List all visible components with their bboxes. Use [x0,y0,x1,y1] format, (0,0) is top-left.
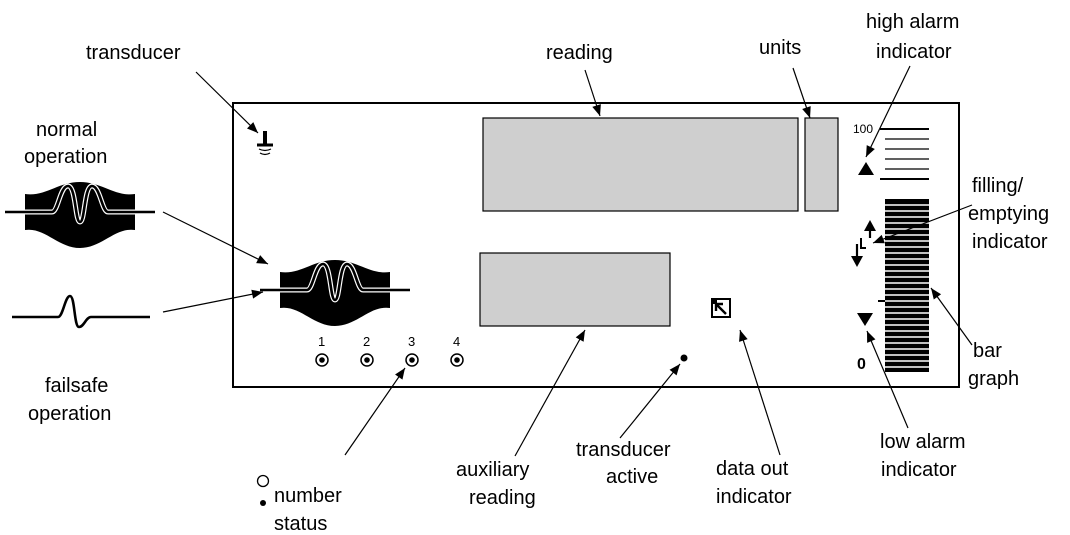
leader-high-alarm-arrowhead [866,145,875,157]
label-high-alarm-1: high alarm [866,11,959,33]
leader-aux [514,329,586,457]
label-normal-2: operation [24,146,107,168]
label-normal-1: normal [36,119,97,141]
point-indicators: 1 2 3 4 [315,334,464,367]
label-transducer-active-1: transducer [576,439,671,461]
label-units: units [759,37,801,59]
leader-transducer-active-arrowhead [669,364,680,376]
reading-panel [482,117,799,212]
leader-bar [930,287,973,346]
label-aux-2: reading [469,487,536,509]
label-filling-3: indicator [972,231,1048,253]
label-legend-status: status [274,513,327,535]
units-panel [804,117,839,212]
leader-transducer [195,71,259,134]
label-bar-2: graph [968,368,1019,390]
leader-low-alarm [866,330,909,429]
label-reading: reading [546,42,613,64]
label-filling-2: emptying [968,203,1049,225]
leader-transducer-arrowhead [247,122,258,133]
scale-top-label: 100 [853,122,873,136]
label-transducer: transducer [86,42,181,64]
leader-units-arrowhead [802,106,811,118]
leader-status [344,367,406,456]
leader-data-out [739,329,781,456]
leader-high-alarm [865,65,911,158]
leader-normal [162,211,269,265]
leader-low-alarm-arrowhead [867,331,876,343]
bar-graph-fill [885,199,929,372]
leader-filling [872,204,973,244]
low-alarm-triangle [857,313,873,326]
label-low-alarm-2: indicator [881,459,957,481]
label-legend-number: number [274,485,342,507]
leader-bar-arrowhead [931,288,942,300]
leader-failsafe [162,291,264,313]
leader-lines [162,65,973,457]
display-echo-symbol [260,260,410,326]
point-number-2: 2 [363,334,370,349]
point-number-3: 3 [408,334,415,349]
label-data-out-1: data out [716,458,789,480]
leader-data-out-arrowhead [739,330,748,342]
label-filling-1: filling/ [972,175,1024,197]
failsafe-operation-symbol [12,294,150,329]
leader-reading-arrowhead [592,104,601,116]
point-number-4: 4 [453,334,460,349]
legend-status-dot [260,500,266,506]
scale-bottom-label: 0 [857,356,866,373]
label-low-alarm-1: low alarm [880,431,966,453]
leader-aux-arrowhead [575,330,585,342]
data-out-icon [711,298,731,318]
leader-normal-arrowhead [256,255,268,264]
bar-graph-ticks [880,128,929,180]
label-high-alarm-2: indicator [876,41,952,63]
label-aux-1: auxiliary [456,459,529,481]
label-bar-1: bar [973,340,1002,362]
transducer-active-dot [680,354,688,362]
high-alarm-triangle [858,162,874,175]
leader-filling-arrowhead [873,234,885,244]
transducer-icon [257,131,273,156]
label-data-out-2: indicator [716,486,792,508]
normal-operation-symbol [5,182,155,248]
auxiliary-reading-panel [479,252,671,327]
leader-failsafe-arrowhead [251,289,263,299]
label-failsafe-2: operation [28,403,111,425]
label-failsafe-1: failsafe [45,375,108,397]
point-number-1: 1 [318,334,325,349]
filling-emptying-icon [851,220,876,267]
leader-status-arrowhead [395,368,405,380]
legend-number-circle [256,474,270,488]
leader-transducer-active [619,363,681,439]
label-transducer-active-2: active [606,466,658,488]
